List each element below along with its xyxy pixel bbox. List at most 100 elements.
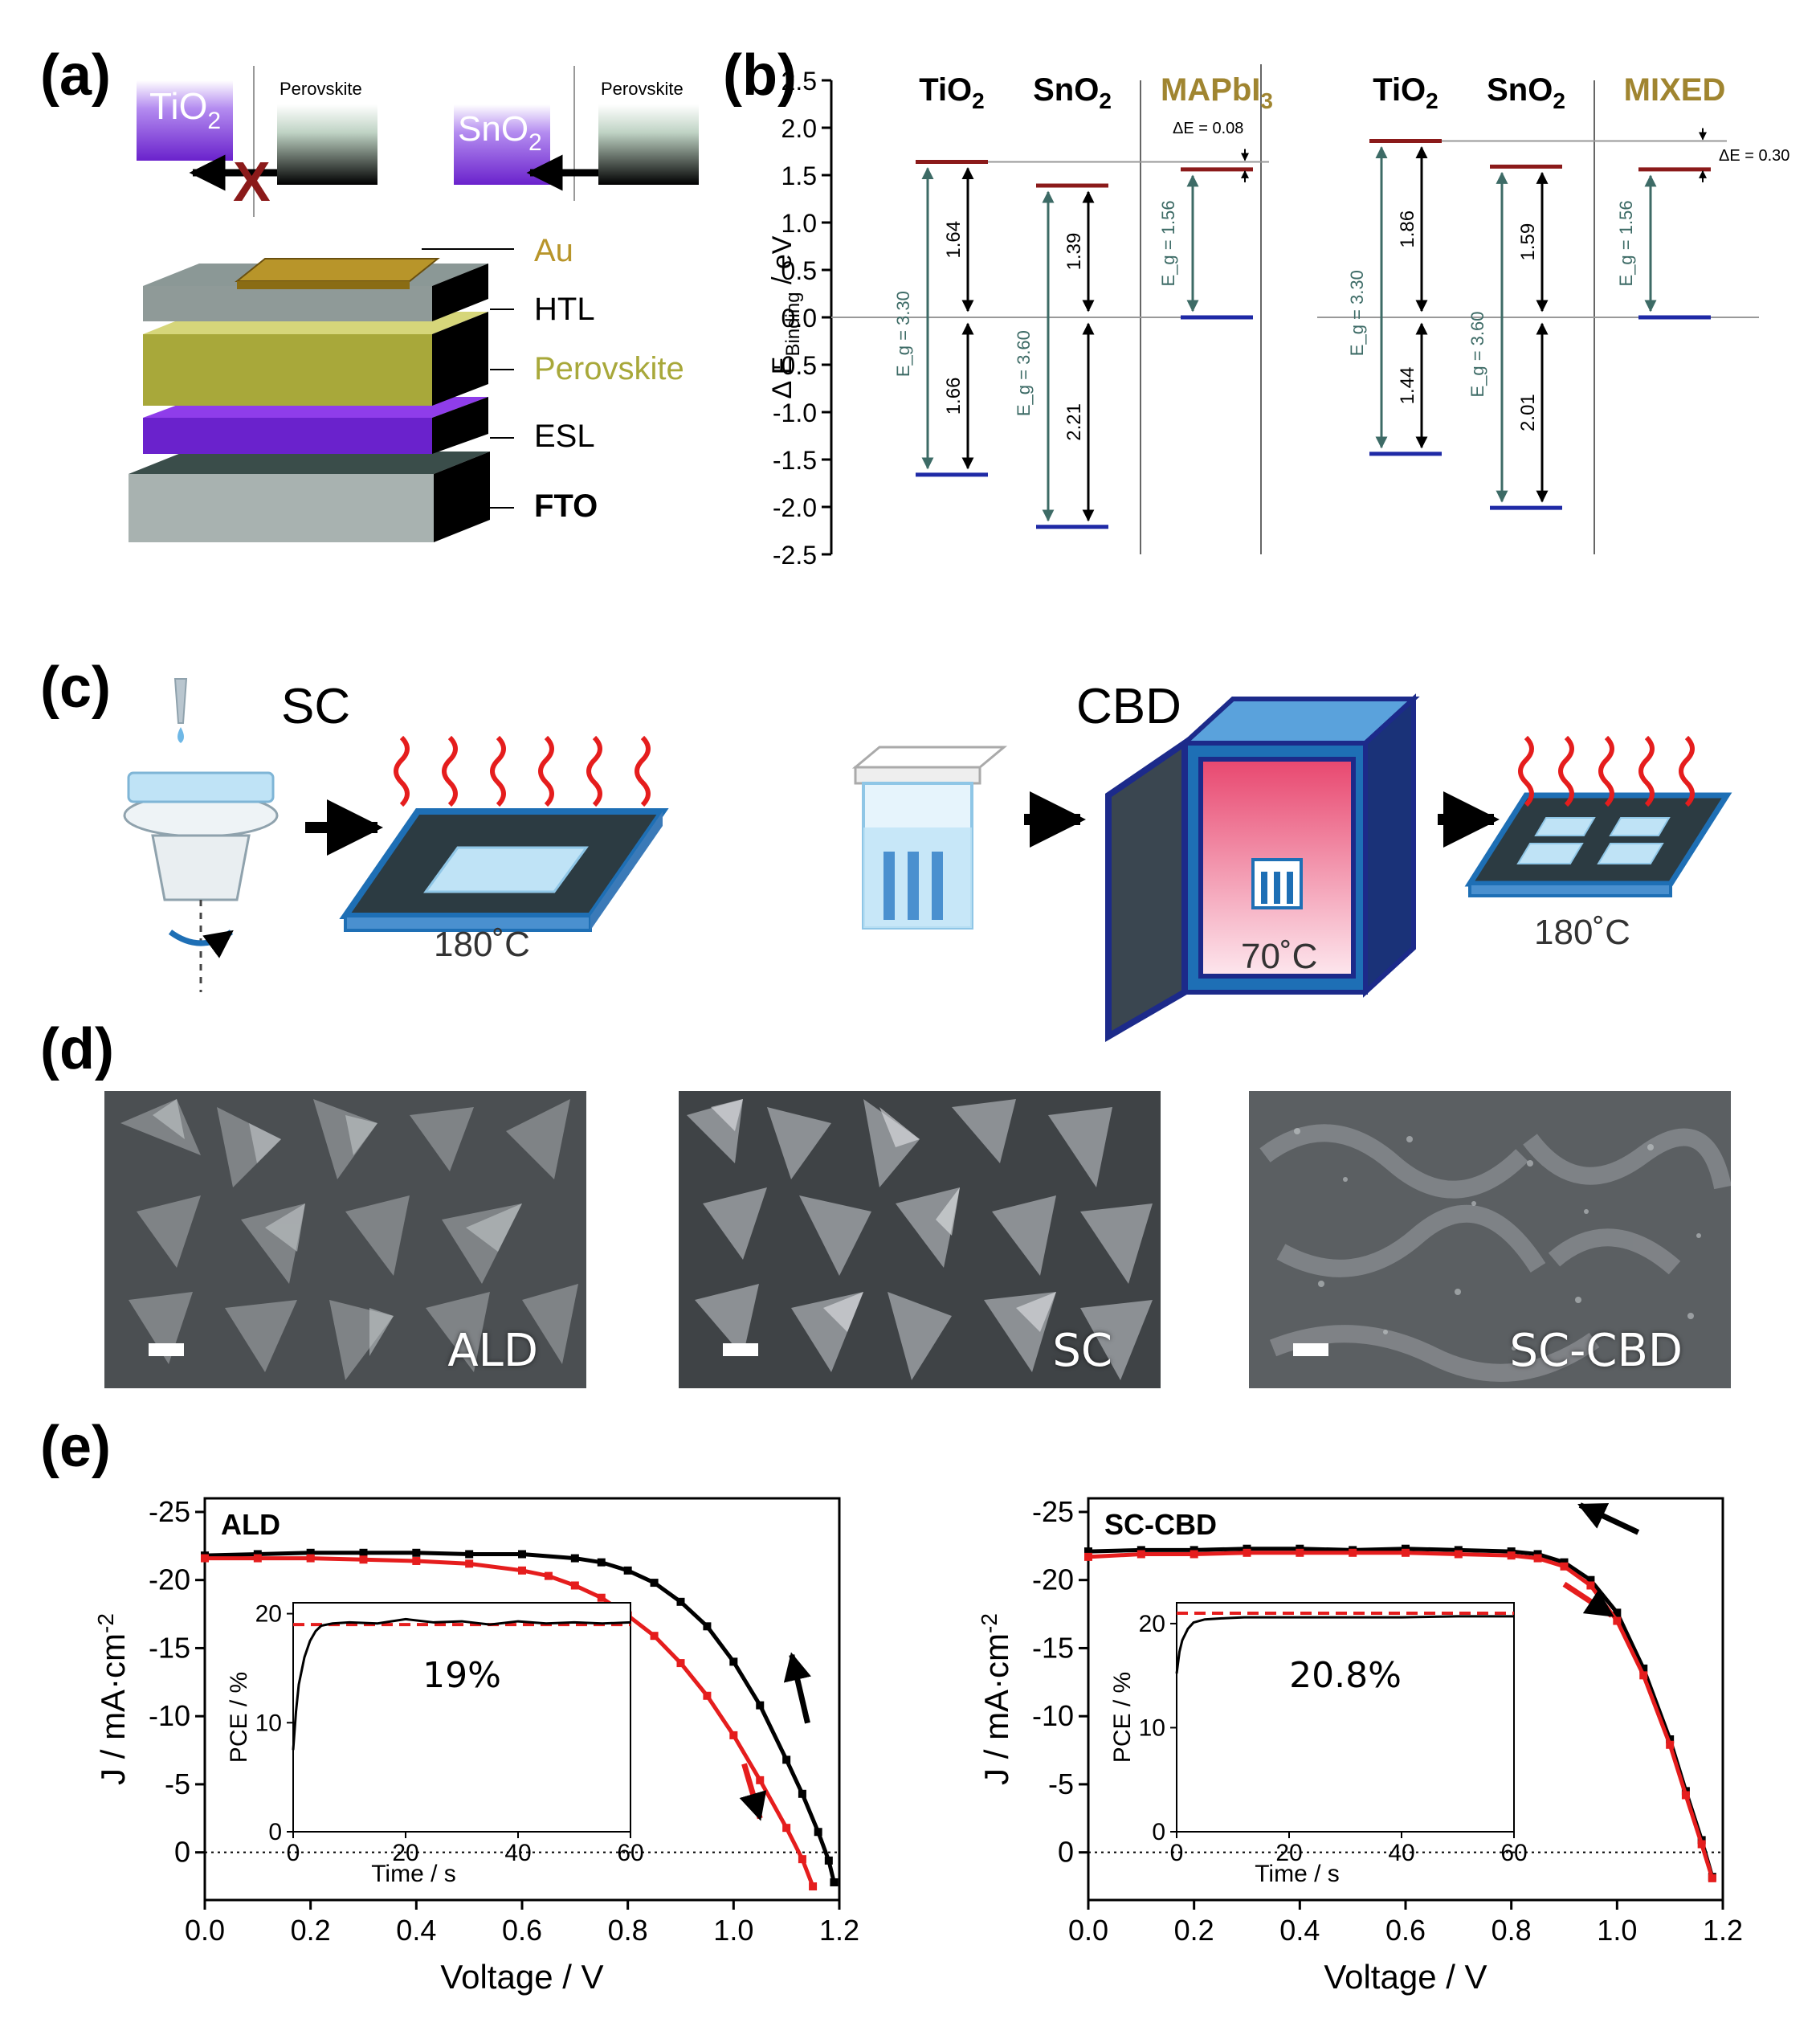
jv-point-black bbox=[814, 1828, 822, 1837]
inset-x-tick-label: 0 bbox=[287, 1840, 300, 1866]
jv-y-tick-label: -20 bbox=[1032, 1563, 1074, 1596]
jv-point-black bbox=[518, 1550, 526, 1559]
jv-point-black bbox=[253, 1550, 262, 1559]
inset-x-tick-label: 60 bbox=[617, 1840, 643, 1866]
jv-y-tick-label: -15 bbox=[149, 1631, 190, 1664]
jv-y-axis-label: J / mA·cm-2 bbox=[977, 1613, 1015, 1785]
panel-a-letter: (a) bbox=[40, 43, 111, 108]
jv-point-red bbox=[1639, 1671, 1648, 1680]
band-gap-label: E_g = 1.56 bbox=[1616, 200, 1636, 286]
inset-y-tick-label: 0 bbox=[1152, 1819, 1165, 1845]
jv-point-red bbox=[676, 1659, 685, 1668]
perovskite-block-left bbox=[277, 104, 377, 185]
jv-point-black bbox=[1639, 1664, 1648, 1673]
jv-point-red bbox=[544, 1571, 553, 1580]
jv-point-red bbox=[306, 1554, 315, 1563]
vb-offset-label: 1.66 bbox=[943, 378, 965, 415]
sc-temperature: 180˚C bbox=[434, 925, 530, 964]
perovskite-small-right: Perovskite bbox=[601, 79, 684, 99]
inset-y-tick-label: 0 bbox=[268, 1819, 282, 1845]
forward-scan-arrow bbox=[1562, 1581, 1614, 1618]
jv-point-red bbox=[1533, 1554, 1542, 1563]
fto-side bbox=[434, 452, 490, 542]
jv-x-axis-label: Voltage / V bbox=[440, 1958, 603, 1996]
delta-e-label: ΔE = 0.08 bbox=[1173, 120, 1243, 137]
jv-point-red bbox=[1296, 1548, 1304, 1557]
cbd-title: CBD bbox=[1076, 679, 1181, 734]
jv-point-red bbox=[703, 1691, 712, 1700]
inset-pce-trace bbox=[1175, 1615, 1514, 1674]
jv-y-tick-label: -10 bbox=[149, 1699, 190, 1732]
jv-y-tick-label: -20 bbox=[149, 1563, 190, 1596]
jv-point-red bbox=[1560, 1562, 1569, 1571]
jv-point-red bbox=[1243, 1548, 1251, 1557]
scale-bar bbox=[1293, 1343, 1328, 1356]
band-y-tick-label: -1.5 bbox=[773, 446, 817, 475]
jv-series-line-black bbox=[204, 1551, 836, 1883]
jv-point-black bbox=[676, 1597, 685, 1606]
jv-series-line-red bbox=[1088, 1551, 1715, 1879]
sem-texture-ald bbox=[104, 1091, 586, 1388]
band-y-tick-label: 1.0 bbox=[781, 209, 817, 238]
inset-pce-annotation: 19% bbox=[422, 1655, 501, 1696]
cbd-hotplate-icon bbox=[1464, 792, 1732, 897]
jv-y-tick-label: -5 bbox=[1048, 1767, 1074, 1800]
jv-point-black bbox=[1586, 1575, 1595, 1584]
sem-image-sc-cbd: SC-CBD bbox=[1249, 1091, 1731, 1388]
band-y-tick-label: -2.5 bbox=[773, 541, 817, 570]
band-y-tick-label: 0.5 bbox=[781, 256, 817, 285]
jv-point-black bbox=[306, 1548, 315, 1557]
fto-front bbox=[129, 474, 434, 542]
jv-x-tick-label: 0.6 bbox=[502, 1914, 542, 1947]
jv-x-tick-label: 0.4 bbox=[1279, 1914, 1320, 1947]
jv-point-black bbox=[1560, 1558, 1569, 1567]
jv-point-red bbox=[412, 1556, 421, 1565]
jv-point-black bbox=[1533, 1550, 1542, 1559]
inset-pce-annotation: 20.8% bbox=[1289, 1655, 1402, 1696]
scale-bar bbox=[149, 1343, 184, 1356]
sem-texture-sc bbox=[679, 1091, 1161, 1388]
jv-point-red bbox=[518, 1566, 526, 1575]
delta-e-label: ΔE = 0.30 bbox=[1719, 147, 1789, 165]
layer-label-fto: FTO bbox=[534, 488, 598, 524]
jv-point-black bbox=[412, 1548, 421, 1557]
band-column-header: SnO2 bbox=[1487, 72, 1565, 113]
tio2-energy-block bbox=[137, 80, 233, 161]
jv-point-red bbox=[253, 1554, 262, 1563]
panel-c-letter: (c) bbox=[40, 656, 111, 720]
band-column-header: SnO2 bbox=[1033, 72, 1112, 113]
inset-y-axis-label: PCE / % bbox=[226, 1672, 252, 1763]
sno2-label: SnO2 bbox=[458, 109, 542, 156]
perovskite-front bbox=[143, 334, 432, 406]
jv-point-black bbox=[597, 1558, 606, 1567]
cb-offset-label: 1.39 bbox=[1063, 233, 1085, 271]
jv-point-black bbox=[465, 1550, 474, 1559]
perovskite-side bbox=[432, 312, 488, 406]
jv-y-tick-label: -15 bbox=[1032, 1631, 1074, 1664]
sem-image-ald: ALD bbox=[104, 1091, 586, 1388]
jv-x-tick-label: 0.4 bbox=[396, 1914, 436, 1947]
vb-offset-label: 1.44 bbox=[1397, 367, 1418, 405]
jv-x-tick-label: 1.0 bbox=[1597, 1914, 1637, 1947]
jv-point-black bbox=[798, 1789, 806, 1798]
band-gap-label: E_g = 3.30 bbox=[893, 291, 913, 377]
jv-x-tick-label: 0.0 bbox=[1068, 1914, 1108, 1947]
au-contact-edge bbox=[237, 281, 410, 289]
jv-point-red bbox=[1190, 1550, 1198, 1559]
panel-b: (b) 2.52.01.51.00.50.0-0.5-1.0-1.5-2.0-2… bbox=[723, 43, 1789, 570]
jv-chart-title: SC-CBD bbox=[1104, 1508, 1217, 1541]
forward-scan-arrow bbox=[739, 1763, 767, 1821]
inset-y-tick-label: 10 bbox=[1139, 1714, 1165, 1741]
inset-x-tick-label: 40 bbox=[504, 1840, 531, 1866]
cb-offset-label: 1.64 bbox=[943, 221, 965, 259]
vb-offset-label: 2.01 bbox=[1517, 394, 1539, 431]
jv-point-black bbox=[830, 1878, 839, 1886]
jv-point-black bbox=[824, 1856, 833, 1865]
inset-y-tick-label: 20 bbox=[1139, 1611, 1165, 1637]
jv-point-black bbox=[1613, 1608, 1622, 1617]
band-gap-label: E_g = 1.56 bbox=[1158, 200, 1178, 286]
inset-x-axis-label: Time / s bbox=[1255, 1861, 1340, 1887]
sc-title: SC bbox=[281, 679, 350, 734]
